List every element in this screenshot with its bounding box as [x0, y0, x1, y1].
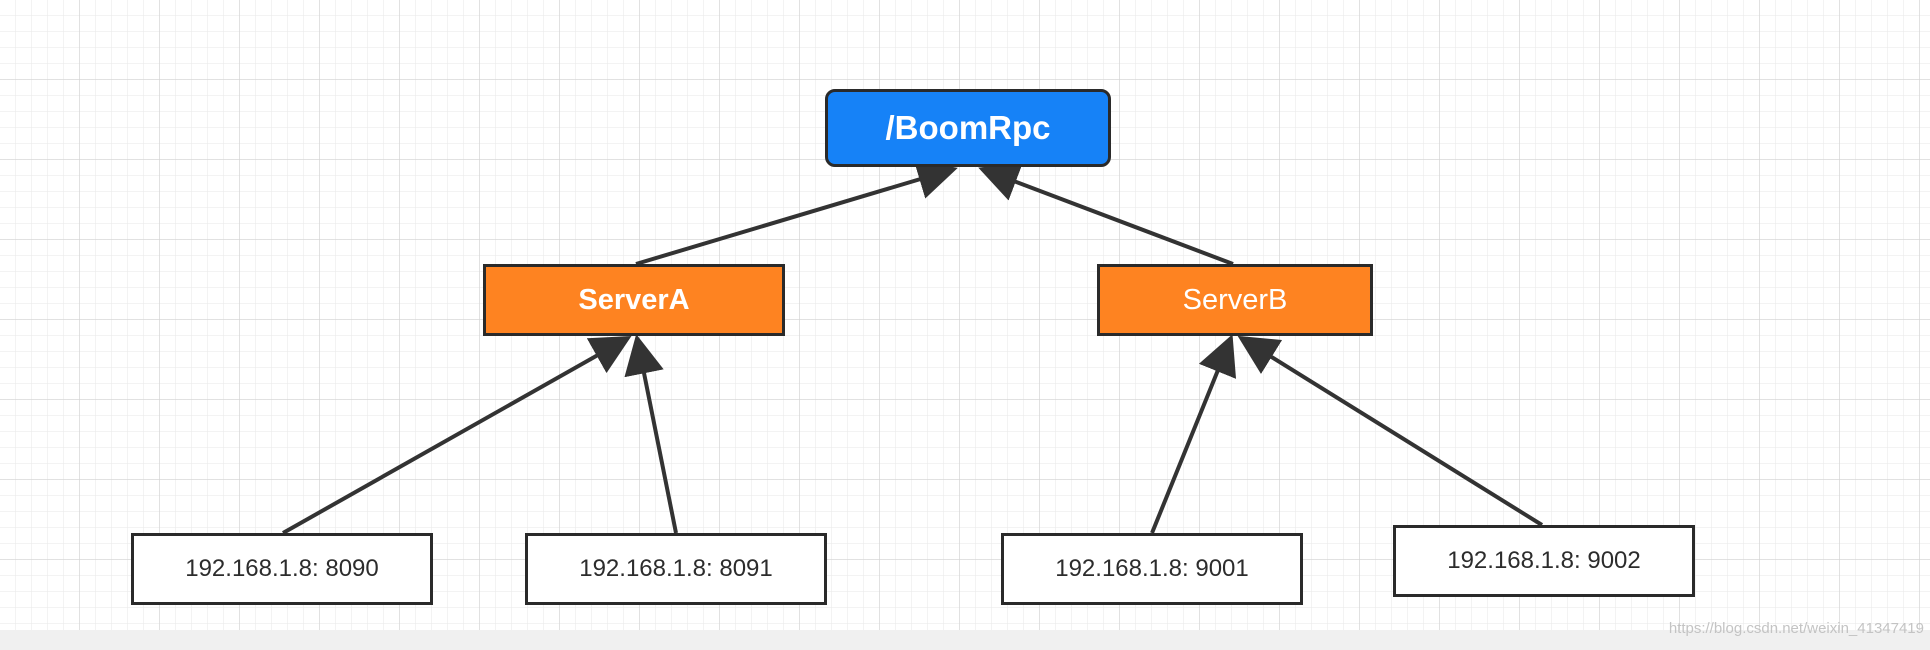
edge-ip8091-to-servera	[624, 334, 678, 534]
footer-bar	[0, 630, 1930, 650]
server-node-b[interactable]: ServerB	[1097, 264, 1373, 336]
diagram-canvas: /BoomRpc ServerA ServerB 192.168.1.8: 80…	[131, 89, 1695, 605]
edge-servera-to-root	[635, 160, 958, 266]
edges-layer	[282, 160, 1544, 535]
endpoint-label: 192.168.1.8: 9001	[1055, 555, 1249, 582]
server-b-label: ServerB	[1182, 283, 1288, 316]
edge-ip8090-to-servera	[282, 336, 632, 535]
root-node-boomrpc[interactable]: /BoomRpc	[825, 89, 1111, 167]
endpoint-node-8090[interactable]: 192.168.1.8: 8090	[131, 533, 433, 605]
edge-ip9001-to-serverb	[1150, 334, 1237, 534]
endpoint-node-9002[interactable]: 192.168.1.8: 9002	[1393, 525, 1695, 597]
endpoint-label: 192.168.1.8: 9002	[1447, 547, 1641, 574]
edge-ip9002-to-serverb	[1237, 335, 1544, 527]
endpoint-label: 192.168.1.8: 8091	[579, 555, 773, 582]
endpoint-label: 192.168.1.8: 8090	[185, 555, 379, 582]
endpoint-node-9001[interactable]: 192.168.1.8: 9001	[1001, 533, 1303, 605]
endpoint-node-8091[interactable]: 192.168.1.8: 8091	[525, 533, 827, 605]
edge-serverb-to-root	[978, 163, 1234, 266]
root-node-label: /BoomRpc	[885, 109, 1051, 146]
server-a-label: ServerA	[578, 283, 690, 316]
watermark-text: https://blog.csdn.net/weixin_41347419	[1668, 620, 1924, 637]
server-node-a[interactable]: ServerA	[483, 264, 785, 336]
